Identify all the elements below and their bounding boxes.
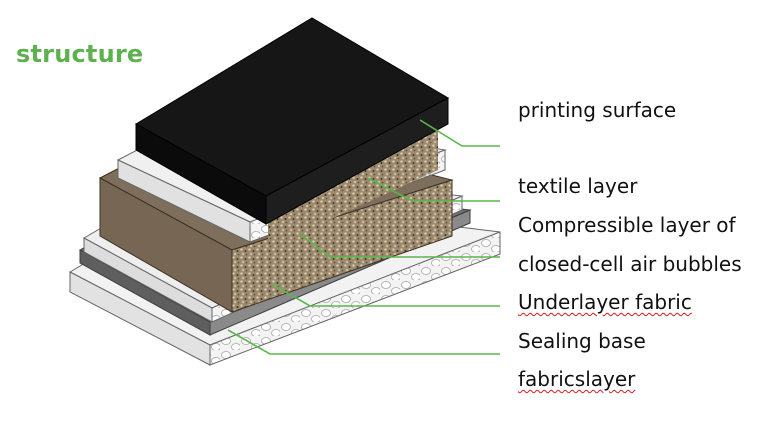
label-underlayer-fabric: Underlayer fabric bbox=[518, 290, 692, 314]
leader-underlayer-fabric bbox=[271, 283, 500, 307]
leader-compressible-layer bbox=[299, 233, 500, 258]
label-compressible-line2: closed-cell air bubbles bbox=[518, 252, 742, 276]
leader-lines bbox=[227, 119, 500, 355]
label-textile-layer: textile layer bbox=[518, 174, 638, 198]
label-sealing-line1: Sealing base bbox=[518, 329, 646, 353]
diagram-title: structure bbox=[16, 40, 144, 68]
leader-printing-surface bbox=[419, 119, 500, 147]
label-compressible-line1: Compressible layer of bbox=[518, 213, 736, 237]
foam-texture-strip bbox=[268, 126, 438, 248]
leader-textile-layer bbox=[367, 177, 500, 202]
label-sealing-line2: fabricslayer bbox=[518, 367, 636, 391]
printing-surface-layer bbox=[135, 17, 450, 225]
label-printing-surface: printing surface bbox=[518, 98, 677, 122]
leader-sealing-base bbox=[227, 329, 500, 355]
